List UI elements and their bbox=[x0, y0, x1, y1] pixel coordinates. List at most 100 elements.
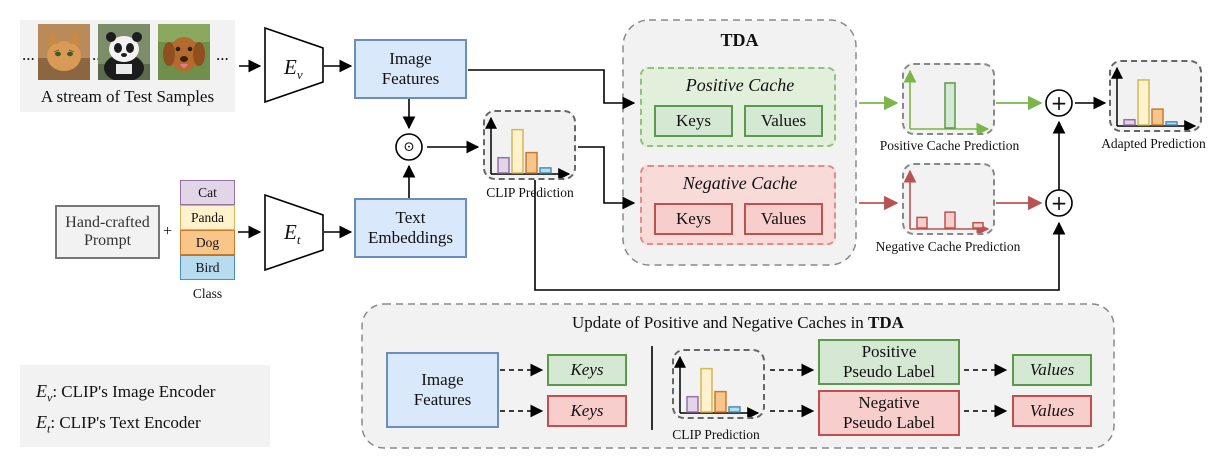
legend-ev-text: : CLIP's Image Encoder bbox=[52, 382, 216, 401]
image-encoder-shape bbox=[264, 26, 324, 104]
bar-2 bbox=[1151, 108, 1164, 126]
bar-0 bbox=[497, 156, 510, 174]
update-image-features-box: Image Features bbox=[386, 352, 499, 428]
prompt-line2: Prompt bbox=[83, 232, 132, 249]
text-embeddings-line1: Text bbox=[395, 208, 426, 227]
cat-image bbox=[38, 24, 90, 80]
positive-cache-box: Positive Cache Keys Values bbox=[640, 67, 836, 147]
update-title-bold: TDA bbox=[868, 313, 904, 332]
bar-1 bbox=[944, 211, 956, 229]
tda-title: TDA bbox=[720, 29, 759, 50]
update-title-text: Update of Positive and Negative Caches i… bbox=[572, 313, 869, 332]
adapted-prediction-caption: Adapted Prediction bbox=[1101, 136, 1206, 151]
negative-pseudo-label-line2: Pseudo Label bbox=[842, 413, 936, 432]
text-encoder-symbol: E bbox=[284, 220, 297, 244]
class-caption: Class bbox=[192, 286, 223, 301]
update-clip-chart bbox=[674, 355, 760, 419]
image-encoder-subscript: v bbox=[296, 67, 303, 83]
negative-pseudo-label-box: Negative Pseudo Label bbox=[818, 390, 960, 436]
bar-2 bbox=[972, 221, 984, 229]
text-encoder-subscript: t bbox=[296, 232, 301, 248]
update-keys-positive: Keys bbox=[547, 354, 627, 386]
positive-adder-plus: + bbox=[1050, 91, 1068, 115]
update-title: Update of Positive and Negative Caches i… bbox=[362, 312, 1114, 334]
stream-caption: A stream of Test Samples bbox=[40, 87, 215, 106]
update-keys-negative: Keys bbox=[547, 395, 627, 427]
legend-ev-sub: v bbox=[47, 390, 53, 405]
negative-adder-plus: + bbox=[1050, 191, 1068, 215]
update-clip-panel bbox=[672, 349, 765, 419]
bar-0 bbox=[686, 395, 699, 413]
bar-0 bbox=[1123, 118, 1136, 126]
negative-adder-node bbox=[1045, 189, 1073, 217]
class-panda: Panda bbox=[180, 205, 235, 230]
dog-image bbox=[158, 24, 210, 80]
bar-1 bbox=[1137, 79, 1150, 126]
bar-3 bbox=[539, 167, 552, 174]
negative-prediction-chart bbox=[903, 169, 990, 236]
bar-2 bbox=[525, 151, 538, 174]
positive-pseudo-label-box: Positive Pseudo Label bbox=[818, 339, 960, 385]
class-dog: Dog bbox=[180, 230, 235, 255]
bar-3 bbox=[728, 406, 741, 413]
positive-pseudo-label-line2: Pseudo Label bbox=[842, 362, 936, 381]
negative-pseudo-label-line1: Negative bbox=[858, 393, 920, 412]
negative-cache-title: Negative Cache bbox=[682, 173, 798, 193]
positive-prediction-panel bbox=[902, 63, 995, 136]
clip-prediction-panel bbox=[483, 110, 576, 180]
adapted-prediction-chart bbox=[1111, 66, 1197, 132]
class-bird: Bird bbox=[180, 255, 235, 280]
prompt-box: Hand-crafted Prompt bbox=[55, 205, 160, 259]
text-embeddings-line2: Embeddings bbox=[368, 228, 453, 247]
legend-panel bbox=[20, 365, 270, 447]
legend-ev: Ev: CLIP's Image Encoder bbox=[36, 381, 215, 407]
image-encoder-symbol: E bbox=[284, 55, 297, 79]
clip-prediction-chart bbox=[485, 116, 571, 180]
negative-prediction-panel bbox=[902, 163, 995, 236]
positive-prediction-chart bbox=[903, 69, 990, 136]
legend-et-symbol: E bbox=[36, 412, 47, 432]
legend-et: Et: CLIP's Text Encoder bbox=[36, 412, 201, 438]
dot-product-node bbox=[395, 133, 423, 161]
bar-2 bbox=[714, 390, 727, 413]
update-values-negative: Values bbox=[1012, 395, 1092, 427]
negative-cache-values: Values bbox=[744, 203, 823, 235]
image-features-line1: Image bbox=[389, 49, 432, 68]
update-clip-caption: CLIP Prediction bbox=[672, 427, 760, 442]
image-encoder-label: Ev bbox=[284, 55, 303, 83]
text-encoder-shape bbox=[264, 193, 324, 272]
update-image-features-line1: Image bbox=[421, 370, 464, 389]
positive-adder-node bbox=[1045, 89, 1073, 117]
legend-et-text: : CLIP's Text Encoder bbox=[50, 413, 201, 432]
positive-cache-values: Values bbox=[744, 105, 823, 137]
positive-pseudo-label-line1: Positive bbox=[861, 342, 917, 361]
positive-cache-keys: Keys bbox=[654, 105, 733, 137]
text-embeddings-box: Text Embeddings bbox=[354, 198, 467, 258]
update-image-features-line2: Features bbox=[413, 390, 472, 409]
class-cat: Cat bbox=[180, 180, 235, 205]
negative-prediction-caption: Negative Cache Prediction bbox=[875, 239, 1021, 254]
positive-cache-title: Positive Cache bbox=[685, 75, 795, 95]
dot-product-symbol: ⊙ bbox=[403, 139, 415, 155]
stream-dots-right: ... bbox=[216, 45, 229, 64]
adapted-prediction-panel bbox=[1109, 60, 1202, 132]
image-features-line2: Features bbox=[381, 69, 440, 88]
update-values-positive: Values bbox=[1012, 354, 1092, 386]
negative-cache-keys: Keys bbox=[654, 203, 733, 235]
stream-dots-left: ... bbox=[22, 45, 35, 64]
panda-image bbox=[98, 24, 150, 80]
image-features-box: Image Features bbox=[354, 39, 467, 99]
prompt-line1: Hand-crafted bbox=[65, 214, 150, 231]
bar-0 bbox=[916, 216, 928, 229]
clip-prediction-caption: CLIP Prediction bbox=[486, 185, 574, 200]
text-encoder-label: Et bbox=[284, 220, 300, 248]
legend-et-sub: t bbox=[47, 421, 51, 436]
bar-1 bbox=[944, 82, 956, 129]
positive-prediction-caption: Positive Cache Prediction bbox=[879, 138, 1020, 153]
negative-cache-box: Negative Cache Keys Values bbox=[640, 165, 836, 245]
bar-1 bbox=[700, 367, 713, 413]
prompt-plus: + bbox=[163, 223, 173, 240]
bar-3 bbox=[1165, 121, 1178, 126]
legend-ev-symbol: E bbox=[36, 381, 47, 401]
bar-1 bbox=[511, 128, 524, 174]
